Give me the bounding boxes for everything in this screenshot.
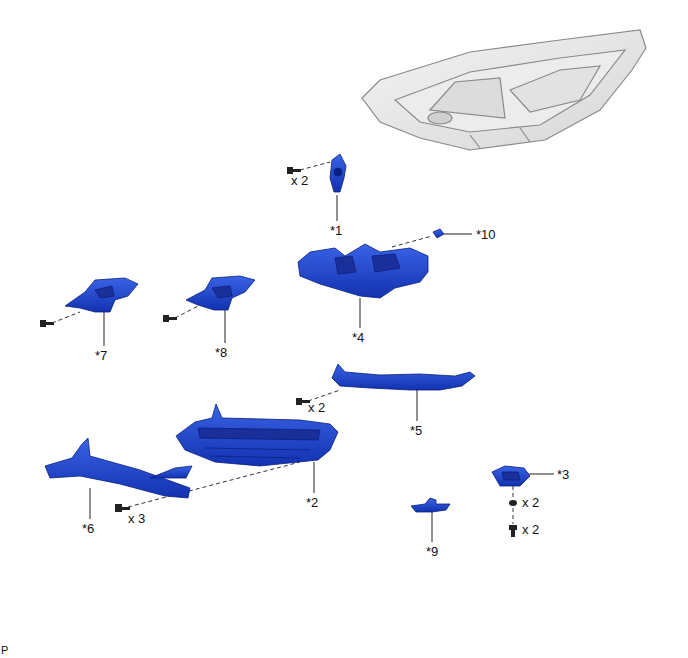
callout-number: *10 <box>476 227 496 242</box>
quantity-label: x 2 <box>308 400 325 415</box>
quantity-label: x 2 <box>522 522 539 537</box>
callout-number: *1 <box>330 223 342 238</box>
callout-number: *8 <box>215 345 227 360</box>
callout-number: *3 <box>557 467 569 482</box>
callout-number: *2 <box>306 495 318 510</box>
quantity-label: x 3 <box>128 511 145 526</box>
headlamp-housing <box>362 30 646 150</box>
quantity-label: x 2 <box>291 173 308 188</box>
figure-code: P <box>1 643 8 658</box>
callout-number: *5 <box>410 423 422 438</box>
quantity-label: x 2 <box>522 495 539 510</box>
blue-part <box>45 154 530 512</box>
screw <box>40 167 517 537</box>
callout-number: *6 <box>82 521 94 536</box>
callout-number: *7 <box>95 348 107 363</box>
callout-number: *9 <box>426 544 438 559</box>
callout-number: *4 <box>352 330 364 345</box>
